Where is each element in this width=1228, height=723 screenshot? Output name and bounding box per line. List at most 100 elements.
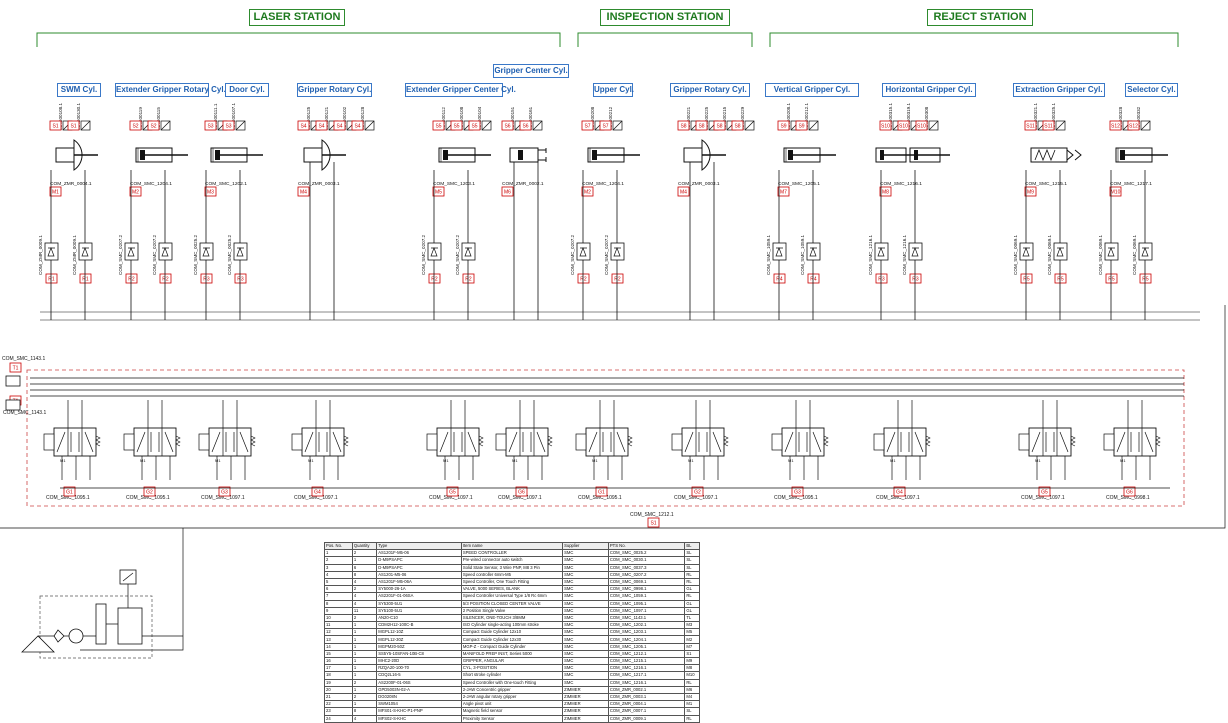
sensor-diag	[481, 120, 492, 131]
device-tag-label: S8	[680, 124, 686, 130]
device-tag: S3	[204, 120, 217, 131]
device-tag-box	[611, 273, 624, 284]
valve-ports	[891, 456, 921, 480]
bom-col-pts: PTS No.	[607, 541, 686, 551]
cylinder-part-label: COM_SMC_1216.1	[880, 181, 922, 187]
sensor-label: MAG00328	[1118, 106, 1123, 130]
speed-controller-symbol	[610, 242, 625, 261]
bom-cell: COM_SMC_1216.1	[607, 664, 686, 673]
device-tag: G1	[63, 486, 76, 497]
device-tag: S8	[695, 120, 708, 131]
device-tag: R3	[200, 273, 213, 284]
speed-controller-box	[233, 242, 248, 261]
device-tag: R2	[611, 273, 624, 284]
valve-ports	[216, 456, 246, 480]
bom-cell: SPEED CONTROLLER	[460, 549, 564, 558]
valve-ports	[61, 456, 91, 480]
device-tag: S7	[581, 120, 594, 131]
speed-controller-symbol	[1138, 242, 1153, 261]
bom-cell: Angle pivot unit	[460, 700, 564, 709]
bom-cell: GRIPPER, ANGULAR	[460, 656, 564, 666]
valve-body	[585, 427, 629, 457]
bom-cell: Pre-wired connector auto switch	[460, 556, 564, 565]
device-tag: S7	[599, 120, 612, 131]
valve-solenoid	[198, 433, 210, 451]
device-tag-label: M1	[52, 190, 59, 196]
bom-cell: SMC	[562, 585, 609, 594]
speed-controller-box	[874, 242, 889, 261]
bom-cell: 4	[351, 599, 378, 608]
valve-spring	[478, 435, 484, 447]
valve-arrows	[1116, 431, 1154, 453]
bom-cell: SY5100-5U1	[376, 606, 462, 615]
bom-cell: SS5Y5-10SFAN-10B-C8	[376, 649, 462, 659]
device-tag: S5	[432, 120, 445, 131]
device-tag-label: R2	[431, 277, 438, 283]
device-tag: M7	[777, 186, 790, 197]
device-tag: S6	[501, 120, 514, 131]
bom-cell: CDQ2L16-5	[376, 671, 462, 680]
device-tag: R5	[1020, 273, 1033, 284]
device-tag-box	[695, 120, 708, 131]
device-tag: R2	[159, 273, 172, 284]
device-tag: S10	[915, 120, 928, 131]
sensor-label: MAG00128	[360, 106, 365, 130]
device-tag-label: S8	[698, 124, 704, 130]
speed-controller-mark	[1022, 247, 1030, 257]
bom-cell: ISO Cylinder single-acting 100mm stroke	[460, 621, 564, 630]
bom-cell: 15	[324, 649, 353, 659]
speed-controller-symbol	[78, 242, 93, 261]
device-tag-box	[1054, 273, 1067, 284]
bom-cell: SMC	[562, 556, 609, 565]
device-tag: M10	[1109, 186, 1122, 197]
valve-part-label: COM_SMC_1097.1	[201, 495, 245, 501]
bom-cell: 22	[324, 700, 353, 709]
speed-controller-symbol	[158, 242, 173, 261]
valve-outputs	[695, 400, 711, 428]
bom-cell: SWM1054	[376, 700, 462, 709]
device-tag: R3	[234, 273, 247, 284]
device-tag: R2	[577, 273, 590, 284]
device-tag-box	[79, 273, 92, 284]
valve-solenoid	[1018, 433, 1030, 451]
device-tag-box	[297, 120, 310, 131]
valve-spring	[1070, 435, 1076, 447]
sensor-label: MAG00221	[686, 106, 691, 130]
device-tag-box	[807, 273, 820, 284]
device-tag-label: G2	[694, 490, 701, 496]
sensor-symbol	[481, 120, 492, 131]
bom-col-type: Type	[376, 541, 462, 551]
bom-cell: 6	[324, 585, 353, 594]
speed-controller-mark	[911, 247, 919, 257]
speed-controller-symbol	[199, 242, 214, 261]
bom-cell: 24	[324, 714, 353, 723]
valve-part-label: COM_SMC_1097.1	[674, 495, 718, 501]
regulator-symbol	[95, 603, 107, 645]
device-tag-box	[677, 120, 690, 131]
valve-solenoid	[1103, 433, 1115, 451]
device-tag: G3	[218, 486, 231, 497]
bom-cell: 16	[324, 656, 353, 666]
bom-cell: AS2200F-01-06S	[376, 678, 462, 687]
device-tag: S9	[795, 120, 808, 131]
speed-controller-mark	[877, 247, 885, 257]
device-tag-box	[501, 186, 514, 197]
bom-cell: COM_SMC_0037.3	[607, 563, 686, 572]
valve-solenoid	[123, 433, 135, 451]
bom-cell: AS1201-M5-06	[376, 570, 462, 579]
cylinder-piston	[1120, 150, 1125, 160]
device-tag: G5	[1038, 486, 1051, 497]
device-tag-box	[1020, 273, 1033, 284]
bom-cell: 2 Position Single Valve	[460, 606, 564, 615]
bom-cell: COM_SMC_1203.1	[607, 628, 686, 637]
sensor-label: MAG00319.1	[906, 102, 911, 130]
bom-cell: ZIMMER	[562, 714, 609, 723]
device-tag-label: R3	[203, 277, 210, 283]
device-tag-label: S4	[354, 124, 360, 130]
bom-cell: AN20-C10	[376, 613, 462, 623]
device-tag: R1	[79, 273, 92, 284]
valve-symbol: M1	[291, 400, 349, 480]
